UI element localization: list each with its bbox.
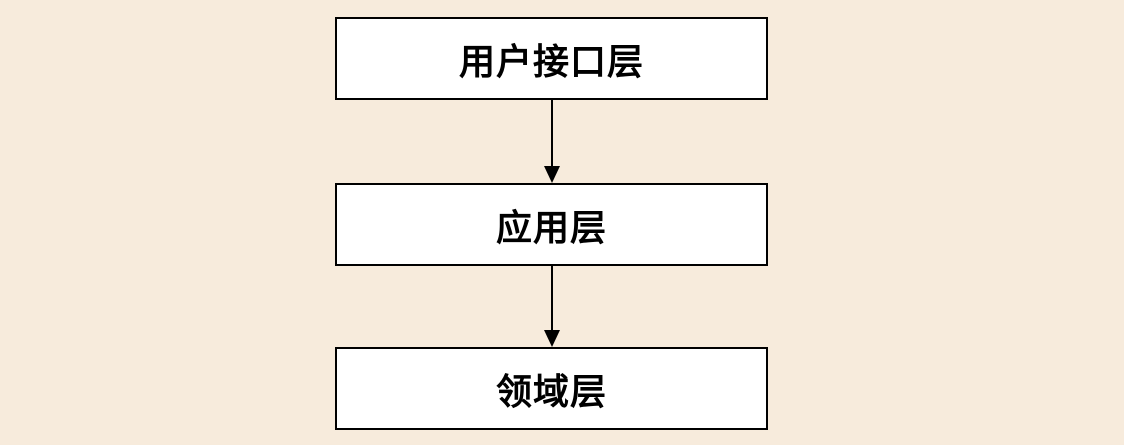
edge-ui-to-application	[544, 100, 560, 183]
node-application-layer-label: 应用层	[495, 206, 607, 248]
arrow-down-icon	[544, 166, 560, 183]
edge-line	[551, 265, 553, 330]
node-domain-layer: 领域层	[335, 347, 768, 430]
edge-application-to-domain	[544, 265, 560, 347]
node-domain-layer-label: 领域层	[495, 370, 607, 412]
node-ui-layer-label: 用户接口层	[458, 40, 644, 82]
arrow-down-icon	[544, 330, 560, 347]
node-ui-layer: 用户接口层	[335, 17, 768, 100]
edge-line	[551, 100, 553, 166]
node-application-layer: 应用层	[335, 183, 768, 266]
